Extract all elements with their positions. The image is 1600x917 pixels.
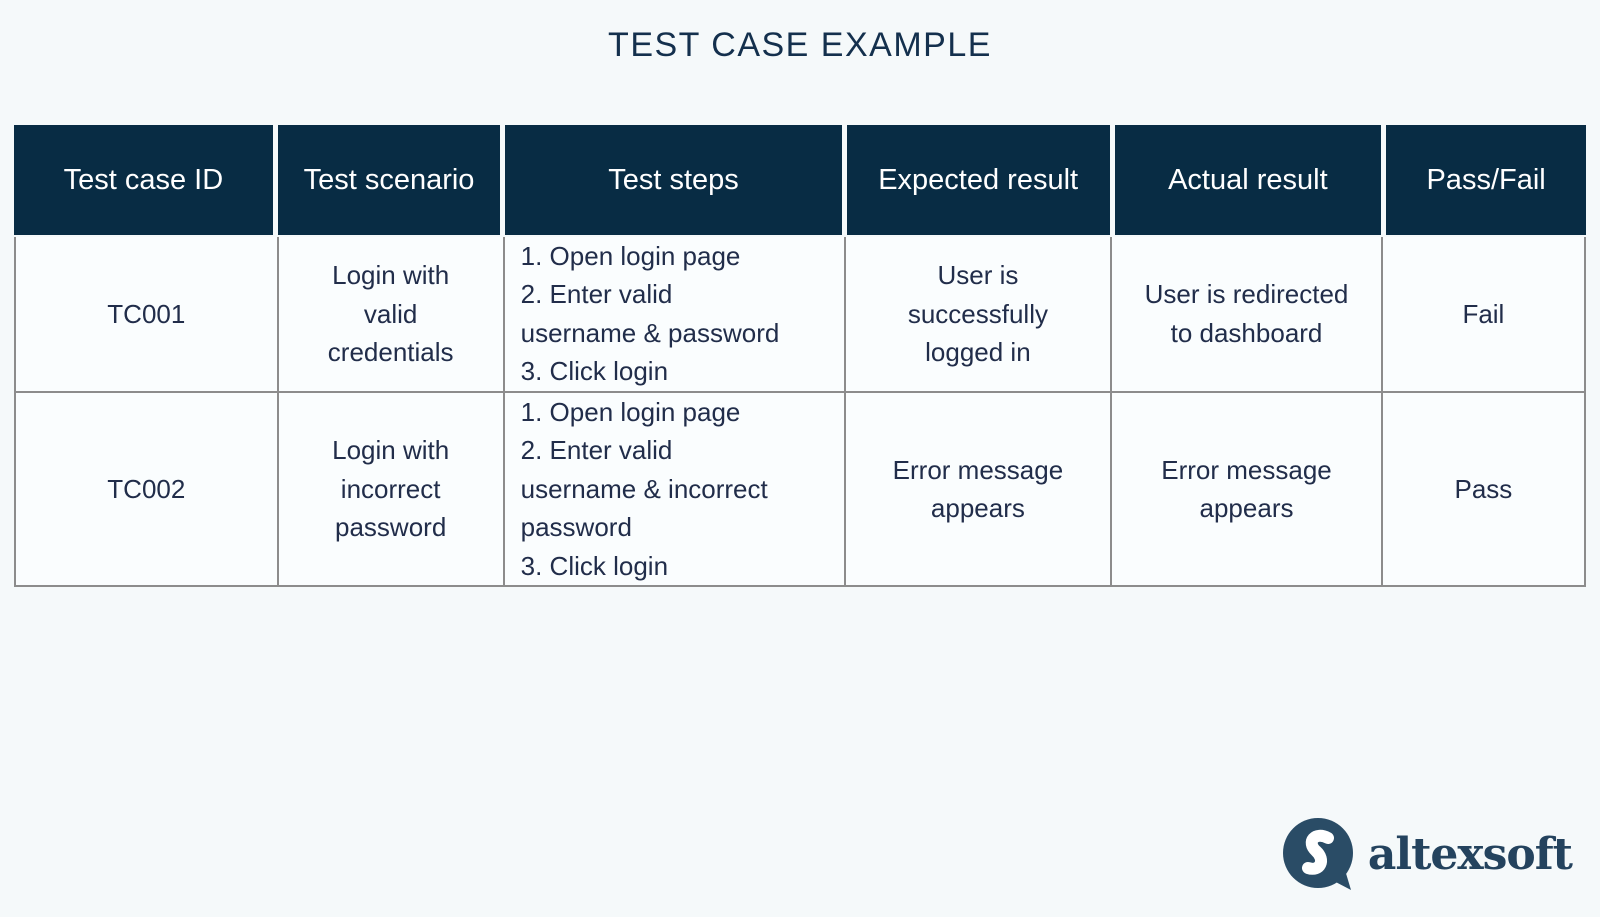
altexsoft-bubble-s-icon	[1282, 816, 1354, 897]
header-expected-result: Expected result	[846, 125, 1110, 235]
step-item: 1. Open login page	[520, 241, 741, 271]
page-title: TEST CASE EXAMPLE	[608, 26, 992, 64]
cell-pass-fail: Fail	[1382, 237, 1584, 391]
step-item: 2. Enter valid username & password	[520, 279, 780, 348]
step-item: 1. Open login page	[520, 396, 741, 427]
cell-test-steps: 1. Open login page 2. Enter valid userna…	[504, 392, 844, 586]
cell-actual-result: User is redirected to dashboard	[1112, 237, 1381, 391]
header-test-scenario: Test scenario	[277, 125, 501, 235]
step-item: 2. Enter valid username & incorrect pass…	[520, 435, 768, 543]
altexsoft-wordmark: altexsoft	[1367, 828, 1573, 880]
altexsoft-logo: altexsoft	[1282, 816, 1573, 897]
cell-test-scenario: Login with valid credentials	[278, 237, 503, 391]
step-item: 3. Click login	[520, 356, 669, 387]
test-case-table: Test case ID Test scenario Test steps Ex…	[14, 125, 1586, 588]
steps-list: 1. Open login page 2. Enter valid userna…	[521, 393, 793, 585]
header-pass-fail: Pass/Fail	[1386, 125, 1586, 235]
header-actual-result: Actual result	[1114, 125, 1382, 235]
cell-test-steps: 1. Open login page 2. Enter valid userna…	[504, 237, 844, 391]
cell-pass-fail: Pass	[1382, 392, 1584, 586]
steps-list: 1. Open login page 2. Enter valid userna…	[521, 237, 793, 391]
cell-actual-result: Error message appears	[1112, 392, 1381, 586]
cell-expected-result: User is successfully logged in	[845, 237, 1111, 391]
cell-test-case-id: TC001	[16, 237, 277, 391]
cell-test-scenario: Login with incorrect password	[278, 392, 503, 586]
table-body: TC001 Login with valid credentials 1. Op…	[14, 237, 1586, 588]
cell-expected-result: Error message appears	[845, 392, 1111, 586]
header-test-steps: Test steps	[505, 125, 842, 235]
cell-test-case-id: TC002	[16, 392, 277, 586]
header-test-case-id: Test case ID	[14, 125, 273, 235]
step-item: 3. Click login	[520, 550, 669, 581]
table-header-row: Test case ID Test scenario Test steps Ex…	[14, 125, 1586, 235]
